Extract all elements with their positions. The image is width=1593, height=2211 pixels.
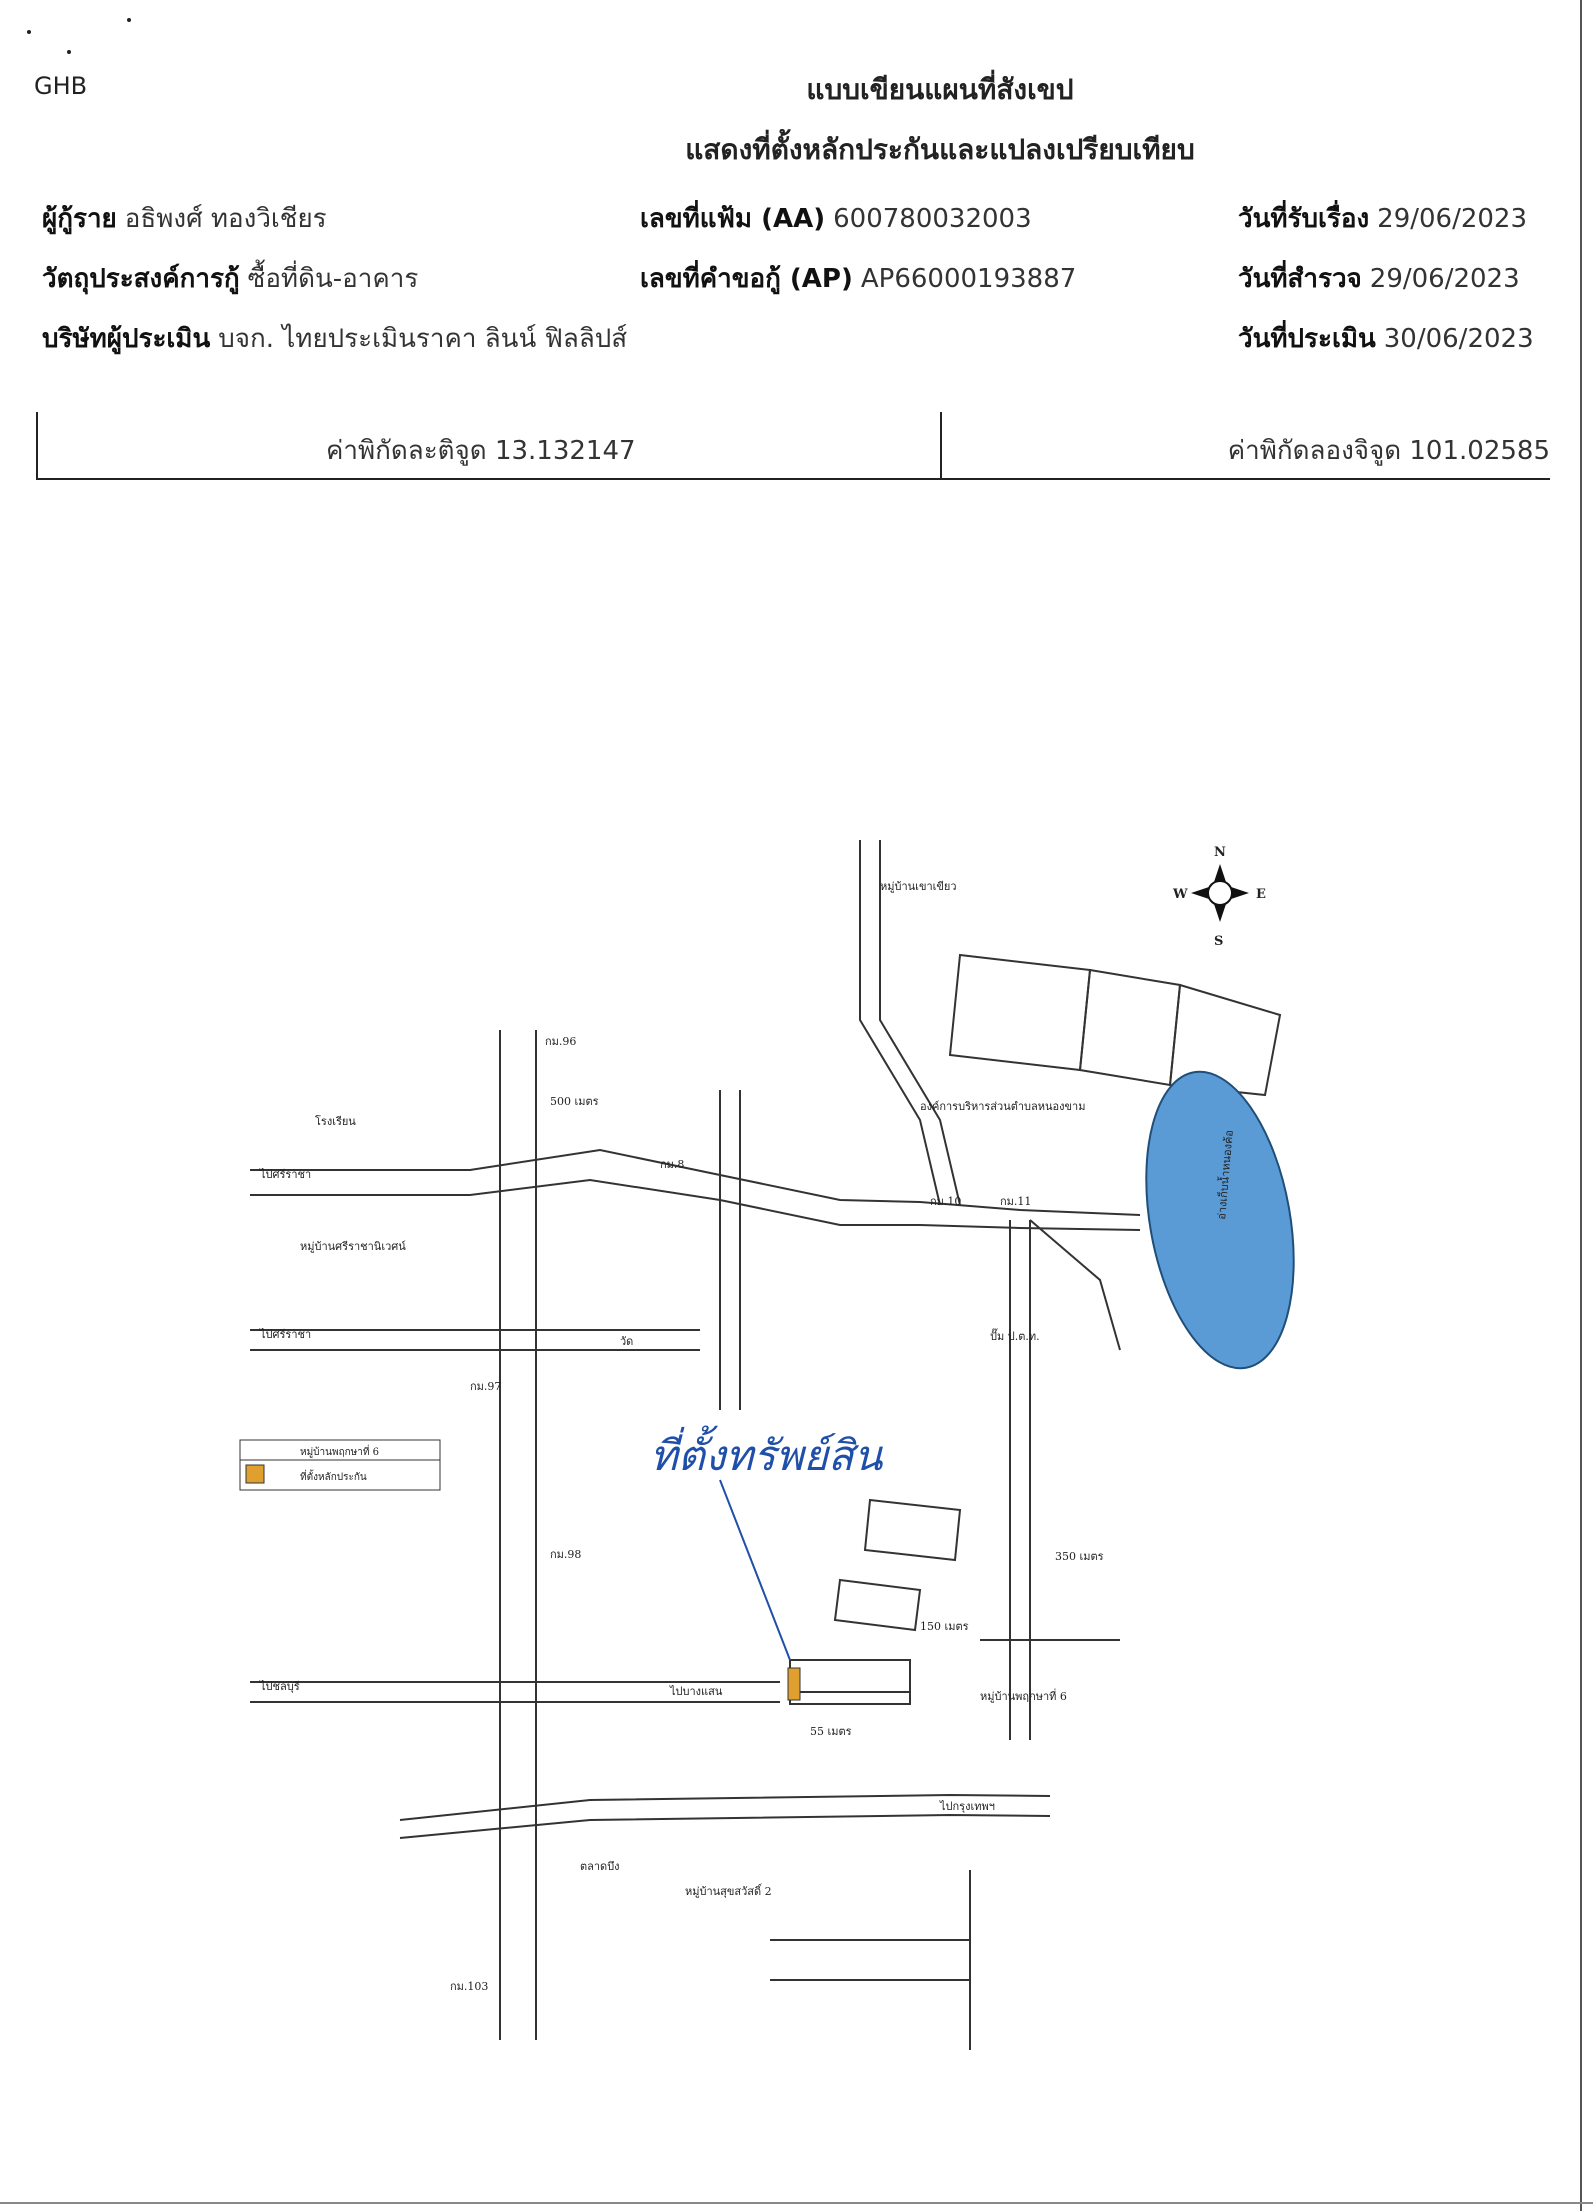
request-no-value: AP66000193887 (860, 264, 1077, 294)
map-label: กม.97 (470, 1380, 501, 1393)
map-svg: อ่างเก็บน้ำหนองค้อ N S E W หมู่บ้านพฤกษา… (239, 840, 1295, 2050)
road (250, 1148, 1141, 1216)
map-label: 150 เมตร (920, 1620, 969, 1633)
compass: N S E W (1172, 845, 1266, 949)
purpose-field: วัตถุประสงค์การกู้ซื้อที่ดิน-อาคาร (42, 258, 418, 299)
latitude-label: ค่าพิกัดละติจูด (326, 436, 487, 466)
survey-date-value: 29/06/2023 (1369, 264, 1520, 294)
handwritten-annotation: ที่ตั้งทรัพย์สิน (650, 1425, 884, 1480)
purpose-label: วัตถุประสงค์การกู้ (42, 264, 240, 294)
page-bottom-border (0, 2202, 1593, 2204)
survey-date-label: วันที่สำรวจ (1238, 264, 1362, 294)
received-date-label: วันที่รับเรื่อง (1238, 204, 1370, 234)
longitude-value: 101.02585 (1409, 436, 1550, 466)
map-label: หมู่บ้านศรีราชานิเวศน์ (300, 1240, 406, 1253)
map-labels: กม.96 กม.97 กม.98 กม.103 กม.8 กม.10 กม.1… (259, 880, 1104, 1993)
appraisal-date-label: วันที่ประเมิน (1238, 324, 1376, 354)
road (879, 840, 961, 1206)
scan-speck (127, 18, 131, 22)
borrower-label: ผู้กู้ราย (42, 204, 117, 234)
compass-north: N (1214, 845, 1226, 860)
collateral-marker (787, 1667, 801, 1701)
map-label: 350 เมตร (1055, 1550, 1104, 1563)
map-label: วัด (620, 1335, 633, 1348)
latitude: ค่าพิกัดละติจูด 13.132147 (326, 430, 636, 471)
latitude-value: 13.132147 (494, 436, 636, 466)
road (1029, 1219, 1121, 1351)
map-label: ไปชลบุรี (259, 1680, 300, 1693)
map-label: องค์การบริหารส่วนตำบลหนองขาม (920, 1100, 1085, 1113)
road (250, 1178, 1141, 1231)
map-label: ไปศรีราชา (259, 1168, 311, 1181)
map-label: หมู่บ้านพฤกษาที่ 6 (980, 1688, 1067, 1703)
map-label: ไปกรุงเทพฯ (939, 1800, 995, 1813)
appraisal-date-value: 30/06/2023 (1383, 324, 1534, 354)
longitude: ค่าพิกัดลองจิจูด 101.02585 (1228, 430, 1550, 471)
borrower-value: อธิพงศ์ ทองวิเชียร (124, 204, 327, 234)
map-label: โรงเรียน (315, 1114, 356, 1128)
location-map: อ่างเก็บน้ำหนองค้อ N S E W หมู่บ้านพฤกษา… (220, 820, 1370, 2060)
road (399, 1813, 1051, 1839)
legend-item: ที่ตั้งหลักประกัน (300, 1469, 367, 1483)
request-no-field: เลขที่คำขอกู้ (AP)AP66000193887 (640, 258, 1076, 299)
file-no-label: เลขที่แฟ้ม (AA) (640, 204, 826, 234)
compass-east: E (1256, 887, 1266, 902)
map-label: กม.98 (550, 1548, 581, 1561)
map-legend: หมู่บ้านพฤกษาที่ 6 ที่ตั้งหลักประกัน (239, 1439, 441, 1491)
appraiser-field: บริษัทผู้ประเมินบจก. ไทยประเมินราคา ลินน… (42, 318, 627, 359)
file-no-value: 600780032003 (833, 204, 1032, 234)
map-label: กม.11 (1000, 1195, 1031, 1208)
coord-divider (940, 412, 942, 480)
reservoir-shape (1145, 1070, 1295, 1370)
logo-text: GHB (34, 72, 88, 100)
page-right-border (1580, 0, 1582, 2211)
map-label: หมู่บ้านเขาเขียว (880, 880, 957, 893)
map-label: กม.103 (450, 1980, 488, 1993)
compass-west: W (1172, 887, 1188, 902)
appraiser-value: บจก. ไทยประเมินราคา ลินน์ ฟิลลิปส์ (218, 324, 628, 354)
roads (250, 840, 1141, 2050)
map-label: ตลาดบึง (580, 1860, 620, 1873)
map-label: ไปบางแสน (669, 1685, 723, 1698)
map-label: กม.8 (660, 1158, 684, 1171)
file-no-field: เลขที่แฟ้ม (AA)600780032003 (640, 198, 1032, 239)
legend-item: หมู่บ้านพฤกษาที่ 6 (300, 1444, 379, 1458)
longitude-label: ค่าพิกัดลองจิจูด (1227, 436, 1402, 466)
annotation-arrow (719, 1479, 791, 1661)
compass-south: S (1214, 934, 1223, 949)
coordinates-box: ค่าพิกัดละติจูด 13.132147 ค่าพิกัดลองจิจ… (36, 412, 1550, 480)
scan-speck (27, 30, 31, 34)
appraiser-label: บริษัทผู้ประเมิน (42, 324, 211, 354)
purpose-value: ซื้อที่ดิน-อาคาร (247, 264, 419, 294)
map-label: ไปศรีราชา (259, 1328, 311, 1341)
coord-divider (36, 412, 38, 480)
received-date-value: 29/06/2023 (1377, 204, 1528, 234)
coord-divider (36, 478, 1550, 480)
request-no-label: เลขที่คำขอกู้ (AP) (640, 264, 853, 294)
map-label: 500 เมตร (550, 1095, 599, 1108)
page-subtitle: แสดงที่ตั้งหลักประกันและแปลงเปรียบเทียบ (685, 133, 1195, 166)
map-label: ปั๊ม ป.ต.ท. (990, 1328, 1040, 1343)
road (859, 840, 941, 1206)
borrower-field: ผู้กู้รายอธิพงศ์ ทองวิเชียร (42, 198, 327, 239)
scan-speck (67, 50, 71, 54)
map-label: กม.96 (545, 1035, 576, 1048)
map-label: กม.10 (930, 1195, 961, 1208)
page-title: แบบเขียนแผนที่สังเขป (806, 73, 1074, 106)
map-label: 55 เมตร (810, 1725, 852, 1738)
road (399, 1793, 1051, 1821)
map-label: หมู่บ้านสุขสวัสดิ์ 2 (685, 1883, 772, 1898)
